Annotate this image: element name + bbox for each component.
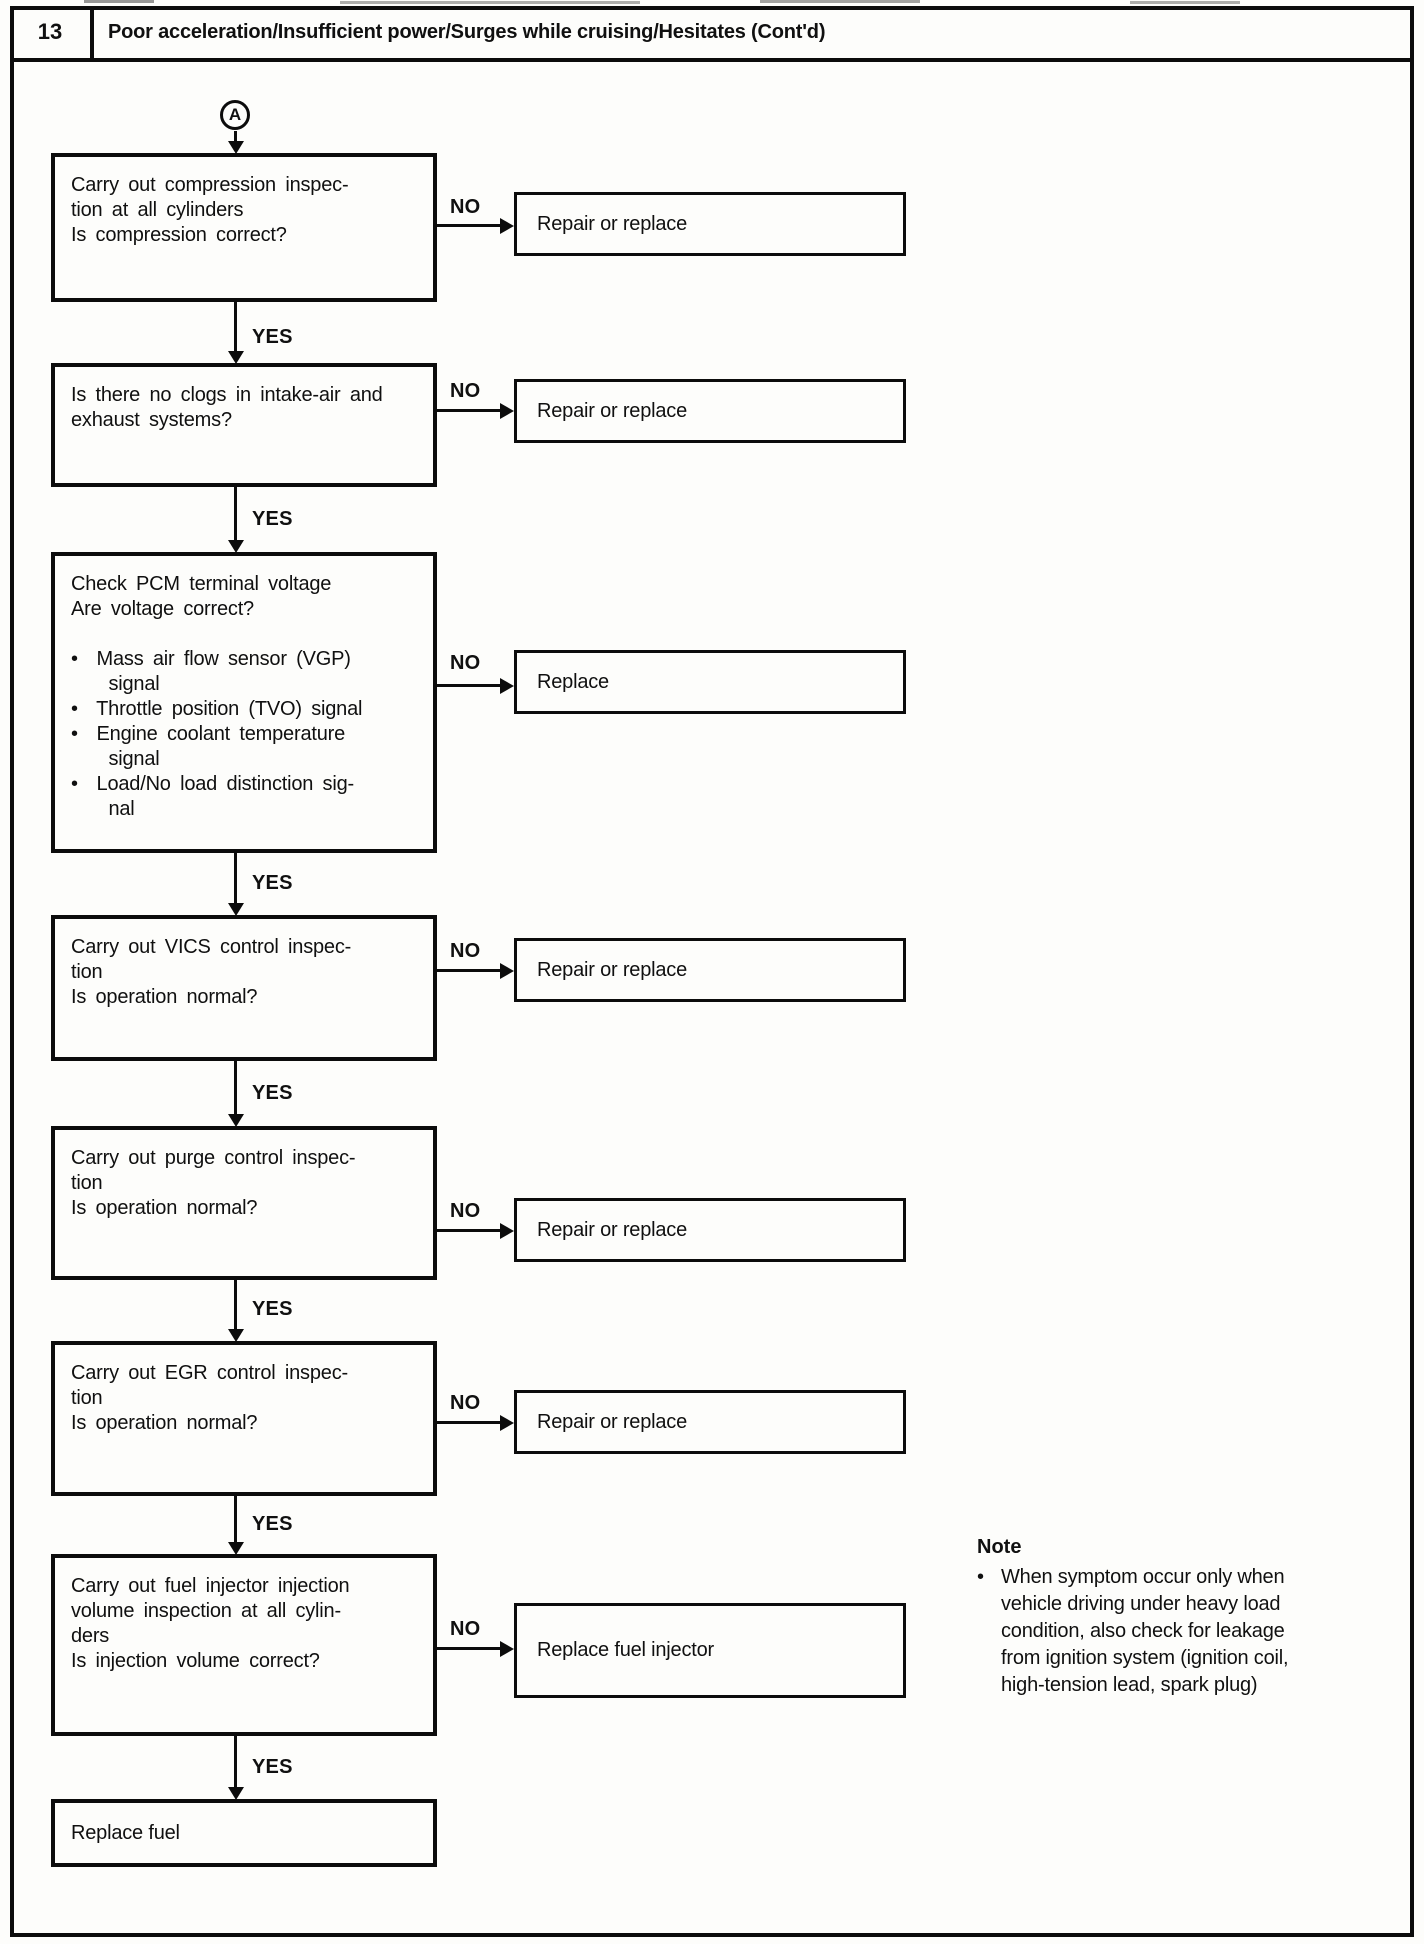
yes-label: YES bbox=[252, 1756, 293, 1778]
arrow-down-icon bbox=[228, 141, 244, 154]
note-bullet: • bbox=[977, 1566, 985, 1588]
yes-arrow-line bbox=[234, 302, 237, 351]
scan-artifact bbox=[84, 0, 154, 3]
no-label: NO bbox=[450, 196, 481, 218]
final-action-box: Replace fuel bbox=[51, 1799, 437, 1867]
result-box: Repair or replace bbox=[514, 192, 906, 256]
arrow-right-icon bbox=[500, 678, 514, 694]
no-arrow-line bbox=[437, 1421, 502, 1424]
note: • When symptom occur only when vehicle d… bbox=[977, 1564, 1377, 1699]
question-box: Carry out purge control inspec- tion Is … bbox=[51, 1126, 437, 1280]
arrow-down-icon bbox=[228, 1329, 244, 1342]
yes-label: YES bbox=[252, 326, 293, 348]
no-arrow-line bbox=[437, 684, 502, 687]
arrow-right-icon bbox=[500, 403, 514, 419]
scan-artifact bbox=[340, 1, 640, 4]
note-text: When symptom occur only when vehicle dri… bbox=[1001, 1566, 1289, 1696]
scan-artifact bbox=[1130, 1, 1240, 4]
page-border bbox=[10, 6, 1414, 1937]
yes-label: YES bbox=[252, 1298, 293, 1320]
result-text: Replace fuel injector bbox=[537, 1639, 715, 1661]
result-box: Repair or replace bbox=[514, 1390, 906, 1454]
no-label: NO bbox=[450, 380, 481, 402]
yes-label: YES bbox=[252, 508, 293, 530]
arrow-right-icon bbox=[500, 963, 514, 979]
question-box: Carry out VICS control inspec- tion Is o… bbox=[51, 915, 437, 1061]
question-text: Is there no clogs in intake-air and exha… bbox=[71, 384, 383, 431]
arrow-right-icon bbox=[500, 1415, 514, 1431]
arrow-down-icon bbox=[228, 540, 244, 553]
yes-arrow-line bbox=[234, 1736, 237, 1787]
result-text: Repair or replace bbox=[537, 212, 688, 235]
question-text: Carry out VICS control inspec- tion Is o… bbox=[71, 936, 352, 1008]
yes-label: YES bbox=[252, 1513, 293, 1535]
yes-label: YES bbox=[252, 872, 293, 894]
no-arrow-line bbox=[437, 1647, 502, 1650]
question-box: Is there no clogs in intake-air and exha… bbox=[51, 363, 437, 487]
connector-a-circle: A bbox=[220, 100, 250, 130]
no-label: NO bbox=[450, 1618, 481, 1640]
yes-arrow-line bbox=[234, 1061, 237, 1114]
result-box: Repair or replace bbox=[514, 379, 906, 443]
arrow-down-icon bbox=[228, 1542, 244, 1555]
question-text: Carry out fuel injector injection volume… bbox=[71, 1575, 350, 1672]
yes-arrow-line bbox=[234, 1496, 237, 1542]
arrow-line bbox=[234, 131, 237, 142]
no-arrow-line bbox=[437, 409, 502, 412]
arrow-right-icon bbox=[500, 1641, 514, 1657]
question-box: Carry out compression inspec- tion at al… bbox=[51, 153, 437, 302]
note-heading: Note bbox=[977, 1536, 1022, 1558]
no-label: NO bbox=[450, 1200, 481, 1222]
result-text: Repair or replace bbox=[537, 1218, 688, 1241]
no-label: NO bbox=[450, 652, 481, 674]
no-label: NO bbox=[450, 940, 481, 962]
result-text: Repair or replace bbox=[537, 1410, 688, 1433]
yes-arrow-line bbox=[234, 487, 237, 540]
no-arrow-line bbox=[437, 224, 502, 227]
arrow-right-icon bbox=[500, 1223, 514, 1239]
question-box: Check PCM terminal voltage Are voltage c… bbox=[51, 552, 437, 853]
result-box: Replace bbox=[514, 650, 906, 714]
page-number-cell-divider bbox=[90, 6, 94, 62]
question-text: Carry out EGR control inspec- tion Is op… bbox=[71, 1362, 348, 1434]
arrow-down-icon bbox=[228, 903, 244, 916]
result-text: Repair or replace bbox=[537, 399, 688, 422]
yes-arrow-line bbox=[234, 1280, 237, 1329]
arrow-right-icon bbox=[500, 218, 514, 234]
question-text: Check PCM terminal voltage Are voltage c… bbox=[71, 573, 363, 820]
question-text: Carry out purge control inspec- tion Is … bbox=[71, 1147, 356, 1219]
question-box: Carry out fuel injector injection volume… bbox=[51, 1554, 437, 1736]
connector-a-label: A bbox=[228, 105, 242, 124]
no-arrow-line bbox=[437, 969, 502, 972]
final-action-text: Replace fuel bbox=[71, 1821, 180, 1844]
result-box: Repair or replace bbox=[514, 938, 906, 1002]
page-number: 13 bbox=[37, 19, 63, 44]
question-text: Carry out compression inspec- tion at al… bbox=[71, 174, 349, 246]
yes-arrow-line bbox=[234, 853, 237, 903]
result-box: Repair or replace bbox=[514, 1198, 906, 1262]
no-arrow-line bbox=[437, 1229, 502, 1232]
result-text: Repair or replace bbox=[537, 958, 688, 981]
arrow-down-icon bbox=[228, 351, 244, 364]
arrow-down-icon bbox=[228, 1787, 244, 1800]
question-box: Carry out EGR control inspec- tion Is op… bbox=[51, 1341, 437, 1496]
no-label: NO bbox=[450, 1392, 481, 1414]
page-title: Poor acceleration/Insufficient power/Sur… bbox=[108, 21, 826, 43]
scan-artifact bbox=[760, 0, 920, 3]
arrow-down-icon bbox=[228, 1114, 244, 1127]
yes-label: YES bbox=[252, 1082, 293, 1104]
header-divider bbox=[10, 58, 1414, 62]
result-box: Replace fuel injector bbox=[514, 1603, 906, 1698]
result-text: Replace bbox=[537, 670, 609, 693]
